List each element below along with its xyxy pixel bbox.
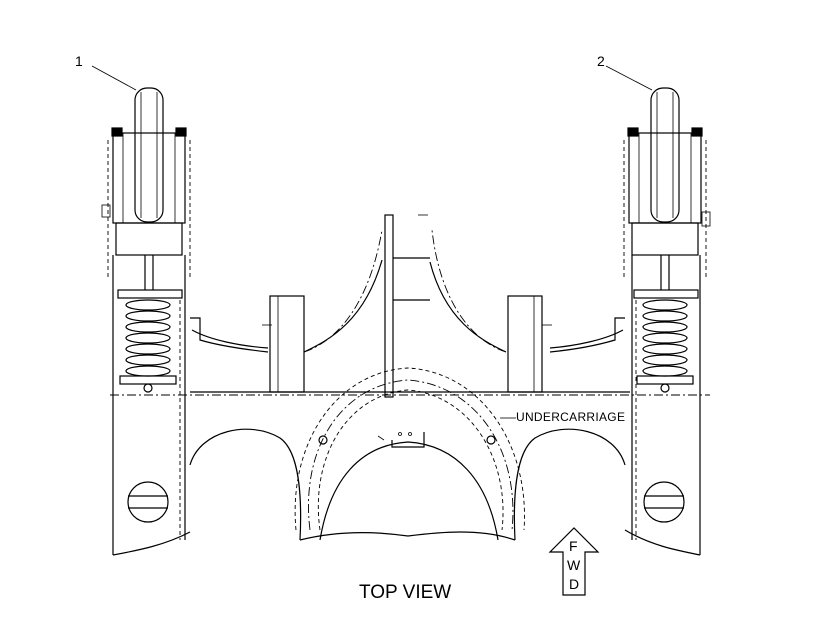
right-wheel-assembly [549,65,711,556]
fwd-letter-f: F [569,538,578,554]
left-wheel [134,87,164,223]
center-frame [110,214,710,541]
undercarriage-label: UNDERCARRIAGE [516,410,625,424]
left-wheel-assembly [91,65,269,556]
callout-2-label: 2 [597,53,605,69]
fwd-letter-w: W [567,557,581,573]
fwd-letter-d: D [569,576,579,592]
left-spring [125,299,171,377]
right-spring [642,299,688,377]
callout-1-leader [91,65,137,91]
right-wheel [650,87,680,223]
callout-2-leader [605,65,653,91]
callout-1-label: 1 [75,53,83,69]
view-title: TOP VIEW [359,582,451,603]
fwd-arrow: F W D [548,527,600,596]
